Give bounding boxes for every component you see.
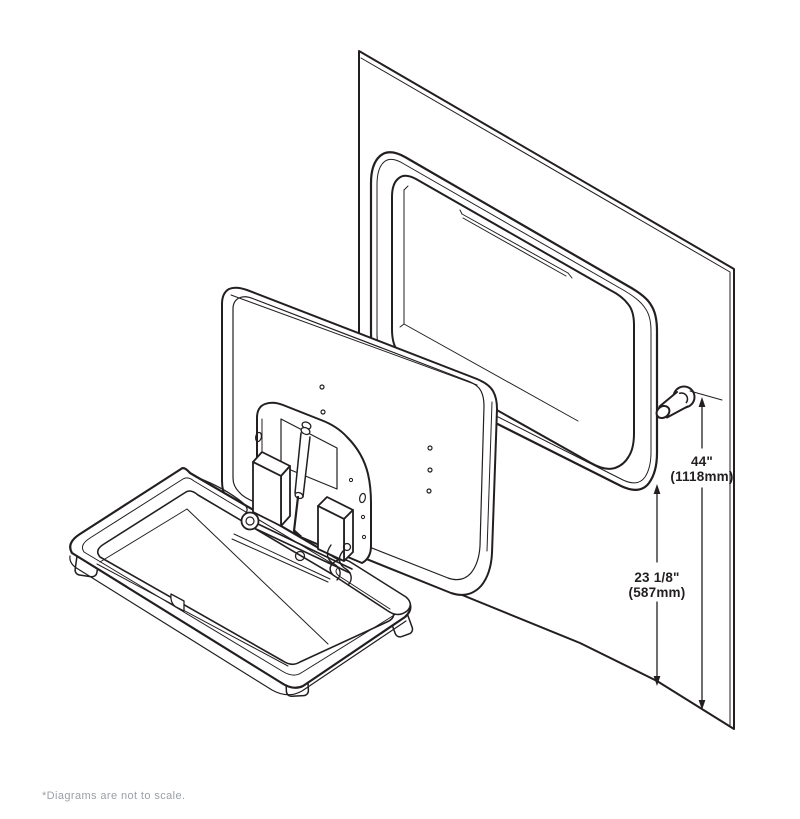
arm-bracket-left [252,451,291,527]
mount-hook [655,385,723,420]
tray-rim-mid-line [82,477,401,676]
strut-anchor-pin [294,550,306,562]
tray-sidewall-line [69,555,407,696]
bracket-keyhole-left [254,431,263,443]
hook-leader-line [689,390,723,401]
hinge-assembly [231,451,354,586]
back-panel-right-edge-line [486,401,493,552]
tray-bed-creases [96,508,329,667]
dimension-hook-height: 44" (1118mm) [670,397,733,710]
arrow-down-icon [653,676,661,686]
arrow-up-icon [698,397,706,407]
hinge-rails [231,523,353,583]
hinge-anchor-pin [342,542,352,552]
recessed-frame [369,151,659,491]
tray-latch-notch [170,593,185,612]
dimension-label-23-metric: (587mm) [629,585,686,600]
back-panel-inner-contour [232,296,485,581]
strut-cylinder-edges [294,432,311,498]
arrow-down-icon [698,700,706,710]
bracket-rivets [348,477,367,540]
arrow-up-icon [653,484,661,494]
dimension-label-23-imperial: 23 1/8" [634,570,679,585]
arm-bracket-right [317,496,354,562]
hinge-pivot-pin [245,516,255,526]
footnote: *Diagrams are not to scale. [42,790,185,802]
tray-rim-outer [69,467,412,689]
bracket-keyhole-right [358,492,367,504]
dimension-label-44-metric: (1118mm) [670,469,733,484]
hook-peg-edges [658,391,689,419]
dimension-label-44-imperial: 44" [691,454,713,469]
tray-well-edge [96,490,395,666]
recess-liner-lines [399,185,579,422]
hook-peg-cap [655,404,671,420]
back-panel-screw-holes [319,384,433,494]
strut-rod [292,495,300,533]
wall-thickness-edge [360,57,731,727]
dimension-unit-height: 23 1/8" (587mm) [629,484,686,686]
strut-cap-base [300,426,311,436]
back-panel-top-edge-line [230,294,478,386]
tray-horn-curve [195,476,248,515]
bracket-cutout [280,418,338,490]
hinge-pivot-boss [240,511,260,531]
hinge-springs [326,544,352,586]
strut-cylinder-fill [295,433,310,497]
